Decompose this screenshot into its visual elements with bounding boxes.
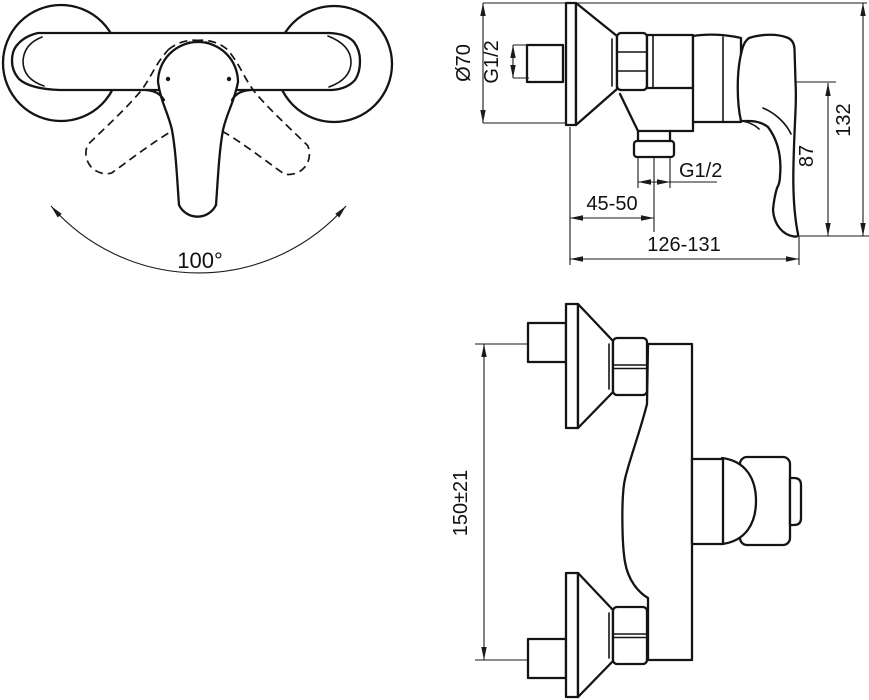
- dimension-label: 150±21: [450, 470, 472, 537]
- dimension-arrow: [481, 647, 487, 660]
- plan-hex-nut-top: [611, 336, 649, 397]
- side-outlet-stub: [636, 129, 672, 143]
- extension-lines: [637, 158, 671, 188]
- dimension-pipe-spacing: 150±21: [450, 343, 528, 661]
- plan-nut-facets-bottom: [613, 633, 647, 639]
- side-lower-boss: [618, 92, 695, 133]
- plan-inlet-nipple-bottom: [526, 637, 568, 680]
- extension-lines: [475, 343, 528, 661]
- dimension-label: 126-131: [647, 234, 720, 256]
- side-valve-body: [691, 33, 743, 124]
- dimension-arrow: [825, 83, 831, 96]
- rotation-arc: [50, 205, 347, 274]
- dimension-arrow: [510, 65, 516, 78]
- screw-hole-right: [226, 76, 232, 82]
- side-hex-nut: [615, 31, 649, 92]
- side-outlet-ring: [632, 139, 676, 159]
- plan-view: 150±21: [450, 302, 803, 699]
- side-escutcheon-cone: [574, 1, 619, 127]
- front-view: 100°: [1, 3, 394, 274]
- dimension-handle-drop: 87: [796, 81, 869, 237]
- side-handle-thumb-curve: [762, 107, 792, 135]
- neck-fillet-right: [230, 88, 252, 102]
- screw-hole-left: [165, 76, 171, 82]
- extension-lines: [513, 44, 529, 79]
- dimension-arrow: [638, 179, 651, 185]
- dimension-arrow: [825, 223, 831, 236]
- bar-end-detail-right: [327, 35, 352, 88]
- dimension-rotation-angle: 100°: [50, 205, 347, 274]
- dimension-arrow: [641, 215, 654, 221]
- plan-escutcheon-cone-bottom: [576, 571, 615, 699]
- plan-valve-body: [621, 342, 694, 662]
- dimension-escutcheon-diameter: Ø70: [453, 2, 867, 124]
- dimension-wall-to-outlet: 45-50: [569, 127, 654, 265]
- plan-cartridge-dome: [720, 456, 758, 546]
- dimension-label: G1/2: [679, 160, 722, 182]
- dimension-arrow: [860, 223, 866, 236]
- dimension-label: 45-50: [586, 193, 637, 215]
- dimension-arrow: [657, 179, 670, 185]
- side-inlet-nipple: [525, 43, 565, 84]
- dimension-arrow: [481, 344, 487, 357]
- handle-lever: [156, 40, 240, 218]
- dimension-arrow: [786, 256, 799, 262]
- arc-arrow-left: [51, 206, 62, 218]
- dimension-inlet-thread: G1/2: [481, 40, 529, 84]
- side-escutcheon-plate: [564, 1, 578, 127]
- side-view: Ø70 G1/2 G1/2 45-50: [453, 1, 869, 265]
- bar-end-detail-left: [22, 36, 45, 87]
- plan-handle-tab: [788, 476, 803, 527]
- dimension-label: Ø70: [453, 44, 475, 82]
- dimension-label: 132: [833, 103, 855, 136]
- dimension-arrow: [480, 110, 486, 123]
- plan-escutcheon-plate-top: [564, 302, 580, 430]
- dimension-arrow: [570, 215, 583, 221]
- plan-nut-facets-top: [613, 364, 647, 370]
- neck-fillet-left: [144, 88, 166, 102]
- dimension-arrow: [480, 3, 486, 16]
- dimension-arrow: [570, 256, 583, 262]
- side-handle: [736, 33, 800, 238]
- dimension-arrow: [510, 45, 516, 58]
- plan-hex-nut-bottom: [611, 605, 649, 666]
- dimension-overall-depth: 126-131: [570, 234, 800, 265]
- dimension-outlet-thread: G1/2: [637, 157, 722, 232]
- side-inlet-connector: [645, 33, 695, 90]
- rotation-angle-label: 100°: [177, 248, 223, 273]
- plan-escutcheon-plate-bottom: [564, 571, 580, 699]
- plan-escutcheon-cone-top: [576, 302, 615, 430]
- dimension-label: G1/2: [481, 40, 503, 83]
- arc-arrow-right: [335, 206, 346, 218]
- side-handle-crease: [741, 120, 760, 130]
- plan-inlet-nipple-top: [526, 321, 568, 364]
- dimension-arrow: [860, 3, 866, 16]
- dimension-label: 87: [796, 145, 818, 167]
- dimension-overall-height: 132: [833, 3, 866, 236]
- plan-cartridge-cover: [690, 457, 725, 546]
